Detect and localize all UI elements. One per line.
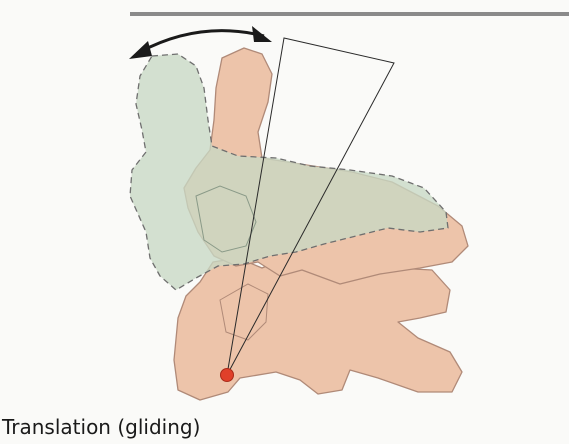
arrow-head-right-icon [252, 26, 272, 42]
arrow-head-left-icon [129, 41, 152, 59]
figure-caption: Translation (gliding) [2, 414, 200, 440]
axis-dot [221, 369, 234, 382]
lower-vertebra [174, 256, 462, 400]
